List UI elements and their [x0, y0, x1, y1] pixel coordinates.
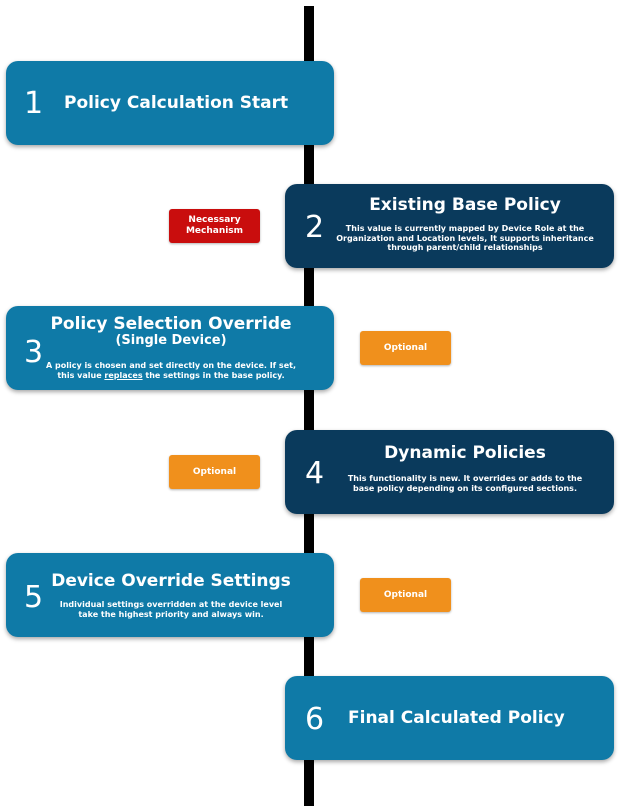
step-4-title: Dynamic Policies [384, 443, 546, 463]
step-3-description: A policy is chosen and set directly on t… [46, 361, 296, 380]
step-2-number: 2 [305, 210, 325, 245]
step-5-number: 5 [24, 580, 44, 615]
optional-badge-step-4: Optional [169, 455, 260, 489]
step-3-number: 3 [24, 335, 44, 370]
step-5-title: Device Override Settings [51, 571, 291, 591]
step-4-description: This functionality is new. It overrides … [347, 474, 583, 493]
step-2-description: This value is currently mapped by Device… [336, 224, 594, 253]
step-3-subtitle: (Single Device) [115, 333, 227, 348]
step-4-box: 4 Dynamic Policies This functionality is… [285, 430, 614, 514]
optional-badge-step-3: Optional [360, 331, 451, 365]
step-5-box: 5 Device Override Settings Individual se… [6, 553, 334, 637]
step-3-description-after: the settings in the base policy. [142, 370, 285, 380]
step-2-title: Existing Base Policy [369, 195, 561, 215]
step-1-number: 1 [24, 86, 44, 121]
step-2-box: 2 Existing Base Policy This value is cur… [285, 184, 614, 268]
step-1-box: 1 Policy Calculation Start [6, 61, 334, 145]
timeline-spine [304, 6, 314, 806]
step-3-description-emphasis: replaces [104, 370, 143, 380]
optional-badge-step-5: Optional [360, 578, 451, 612]
step-1-title: Policy Calculation Start [64, 93, 289, 113]
step-5-description: Individual settings overridden at the de… [59, 600, 283, 619]
step-6-title: Final Calculated Policy [348, 708, 565, 728]
step-3-box: 3 Policy Selection Override (Single Devi… [6, 306, 334, 390]
step-6-number: 6 [305, 702, 325, 737]
step-4-number: 4 [305, 456, 325, 491]
necessary-mechanism-badge: Necessary Mechanism [169, 209, 260, 243]
step-3-description-before: A policy is chosen and set directly on t… [46, 361, 296, 380]
step-6-box: 6 Final Calculated Policy [285, 676, 614, 760]
step-3-title: Policy Selection Override [50, 314, 292, 334]
